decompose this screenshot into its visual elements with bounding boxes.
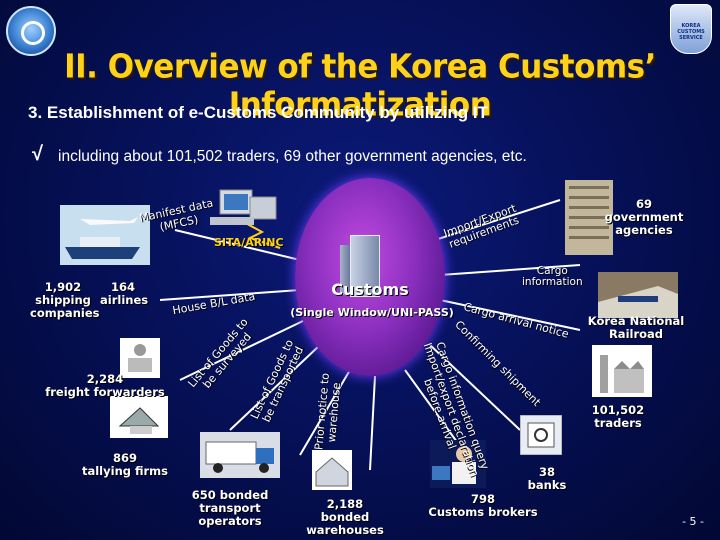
- node-banks: 38 banks: [527, 465, 567, 492]
- truck-picture: [200, 432, 280, 478]
- train-picture: [598, 272, 678, 318]
- node-traders: 101,502 traders: [591, 403, 645, 430]
- single-window-label: (Single Window/UNI-PASS): [290, 306, 454, 319]
- tallying-picture: [110, 396, 168, 438]
- flow-sita-arinc: SITA/ARINC: [214, 236, 284, 249]
- node-shipping-companies: 1,902 shipping companies: [30, 280, 100, 320]
- node-korea-national-railroad: Korea National Railroad: [587, 314, 685, 341]
- node-bonded-warehouses: 2,188 bonded warehouses: [306, 497, 384, 537]
- customs-building-icon: [340, 245, 352, 295]
- vault-picture: [520, 415, 562, 455]
- ship-plane-picture: [60, 205, 150, 265]
- node-customs-brokers: 798 Customs brokers: [428, 492, 538, 519]
- customs-label: Customs: [331, 280, 409, 299]
- forwarder-picture: [120, 338, 160, 378]
- wco-logo: [6, 6, 56, 56]
- government-building-picture: [565, 180, 613, 255]
- customs-tower-icon: [350, 235, 380, 297]
- node-government-agencies: 69 government agencies: [604, 197, 684, 237]
- check-icon: √: [32, 143, 43, 165]
- warehouse-picture: [312, 450, 352, 490]
- kcs-logo: KOREA CUSTOMS SERVICE: [670, 4, 712, 54]
- broker-picture: [430, 440, 486, 488]
- page-number: - 5 -: [682, 515, 704, 528]
- slide-subtitle: 3. Establishment of e-Customs Community …: [28, 103, 488, 122]
- bullet-note: including about 101,502 traders, 69 othe…: [58, 148, 527, 165]
- computer-picture: [210, 189, 277, 225]
- node-freight-forwarders: 2,284 freight forwarders: [45, 372, 165, 399]
- factory-picture: [592, 345, 652, 397]
- kcs-logo-text: KOREA CUSTOMS SERVICE: [677, 23, 705, 41]
- slide-title: II. Overview of the Korea Customs’ Infor…: [64, 48, 656, 124]
- node-airlines: 164 airlines: [100, 280, 149, 307]
- node-bonded-transport-operators: 650 bonded transport operators: [191, 488, 269, 528]
- node-tallying-firms: 869 tallying firms: [81, 451, 169, 478]
- flow-cargo-information: Cargo information: [522, 265, 583, 288]
